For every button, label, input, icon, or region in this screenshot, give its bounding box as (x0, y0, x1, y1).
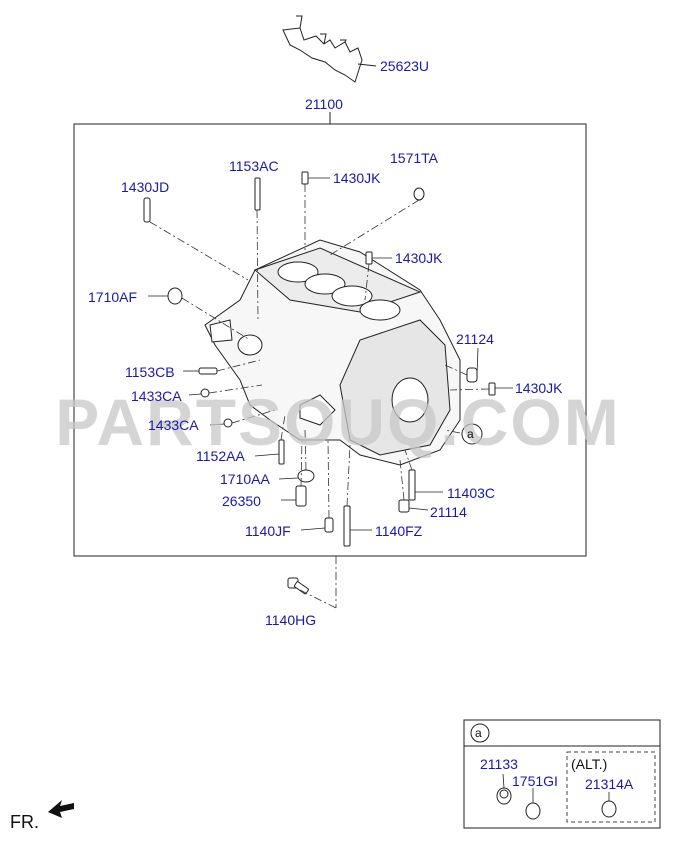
oring-1710AF (167, 287, 183, 305)
plug-1433CA-upper (200, 388, 210, 398)
part-label-1153CB[interactable]: 1153CB (125, 364, 175, 380)
sensor-26350 (295, 485, 307, 507)
dowel-pin-1430JK-top (301, 171, 309, 185)
part-label-1710AF[interactable]: 1710AF (88, 289, 138, 305)
small-parts-drawing (143, 171, 496, 595)
bolt-1140HG-shank (293, 581, 309, 595)
bolt-11403C (408, 469, 416, 501)
bolt-21114 (398, 499, 410, 513)
part-label-1140FZ[interactable]: 1140FZ (375, 523, 423, 539)
part-label-1433CA-lower[interactable]: 1433CA (148, 417, 199, 433)
part-label-1430JD[interactable]: 1430JD (121, 179, 170, 195)
callout-marker-a: a (467, 427, 474, 441)
part-label-1751GI[interactable]: 1751GI (512, 773, 558, 789)
part-label-1140HG[interactable]: 1140HG (265, 612, 317, 628)
plug-21314A (601, 800, 617, 818)
oring-1751GI (525, 802, 541, 820)
plug-1433CA-lower (223, 418, 233, 428)
detail-callout-marker-a: a (475, 726, 482, 740)
front-orientation-label: FR. (10, 812, 39, 832)
detail-box (463, 719, 661, 829)
part-label-21114[interactable]: 21114 (430, 504, 467, 520)
plug-1153CB (198, 367, 218, 375)
dowel-pin-1430JK-right (488, 382, 496, 396)
part-label-1430JK-top[interactable]: 1430JK (333, 170, 381, 186)
part-label-1140JF[interactable]: 1140JF (245, 523, 291, 539)
part-label-1430JK-mid[interactable]: 1430JK (395, 250, 443, 266)
alt-label: (ALT.) (571, 756, 608, 772)
part-label-11403C[interactable]: 11403C (447, 485, 496, 501)
label-leaders (148, 177, 513, 531)
front-arrow-icon (48, 800, 74, 818)
gasket-25623U-drawing (282, 15, 377, 83)
part-label-1710AA[interactable]: 1710AA (220, 471, 270, 487)
cylinder-block-drawing (204, 239, 461, 466)
dowel-pin-1430JK-mid (365, 251, 373, 265)
plug-1153AC (254, 177, 261, 211)
part-label-1571TA[interactable]: 1571TA (390, 150, 438, 166)
part-label-21100[interactable]: 21100 (305, 96, 343, 112)
oring-1710AA (297, 469, 315, 483)
part-label-21124[interactable]: 21124 (456, 331, 494, 347)
detail-callout-circle-a (470, 723, 490, 743)
part-label-26350[interactable]: 26350 (222, 493, 261, 509)
alt-dashed-box (566, 751, 656, 823)
part-label-25623U[interactable]: 25623U (380, 58, 430, 74)
part-label-1430JK-right[interactable]: 1430JK (515, 380, 563, 396)
part-label-1152AA[interactable]: 1152AA (196, 448, 245, 464)
plug-1152AA (278, 439, 285, 465)
dowel-pin-1430JD (143, 197, 151, 223)
bolt-1140FZ (343, 505, 351, 547)
part-label-1433CA-upper[interactable]: 1433CA (131, 388, 182, 404)
pin-21124 (466, 367, 478, 383)
bolt-1140JF (324, 517, 334, 533)
plug-1571TA (413, 187, 425, 201)
leader-lines (149, 184, 490, 609)
part-label-21314A[interactable]: 21314A (585, 776, 634, 792)
part-label-21133[interactable]: 21133 (480, 756, 518, 772)
part-label-1153AC[interactable]: 1153AC (229, 158, 279, 174)
callout-circle-a (461, 423, 483, 445)
